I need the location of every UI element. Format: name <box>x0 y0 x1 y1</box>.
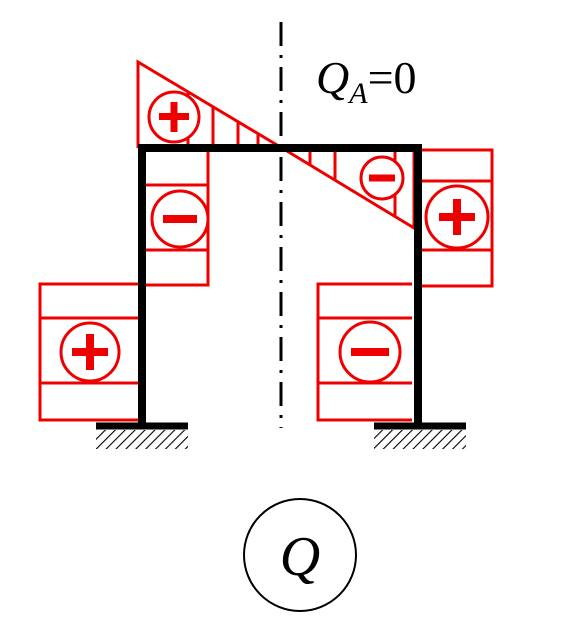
caption-symbol: Q <box>280 526 320 588</box>
annotation-subscript: A <box>347 77 368 110</box>
plus-sign-icon <box>59 321 121 383</box>
right-column-upper-diagram <box>420 148 494 288</box>
minus-sign-icon <box>359 155 405 201</box>
plus-sign-icon <box>147 90 201 144</box>
left-column-lower-diagram <box>38 282 140 422</box>
minus-sign-icon <box>338 320 402 384</box>
portal-frame <box>138 144 422 428</box>
fixed-support-left <box>96 422 188 449</box>
minus-sign-icon <box>150 189 210 249</box>
plus-sign-icon <box>424 184 490 250</box>
annotation-equals: =0 <box>368 52 417 103</box>
annotation-symbol: Q <box>316 52 349 103</box>
fixed-support-right <box>374 422 466 449</box>
caption-circle: Q <box>243 498 357 612</box>
annotation-label: QA=0 <box>316 52 417 110</box>
